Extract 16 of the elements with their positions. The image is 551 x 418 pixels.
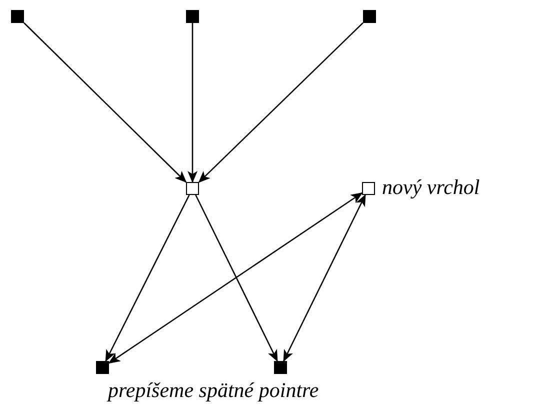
arrow	[283, 194, 366, 362]
arrow	[188, 23, 198, 183]
filled-square	[274, 361, 287, 374]
open-square	[186, 182, 199, 195]
arrow	[105, 194, 190, 362]
note-text: prepíšeme spätné pointre	[108, 378, 319, 403]
open-square	[362, 182, 375, 195]
arrow	[108, 192, 363, 364]
filled-square	[11, 10, 24, 23]
arrow	[24, 22, 187, 183]
filled-square	[363, 10, 376, 23]
filled-square	[96, 361, 109, 374]
node-caption: nový vrchol	[382, 175, 480, 200]
arrow	[195, 194, 278, 362]
arrow	[198, 22, 364, 183]
filled-square	[186, 10, 199, 23]
